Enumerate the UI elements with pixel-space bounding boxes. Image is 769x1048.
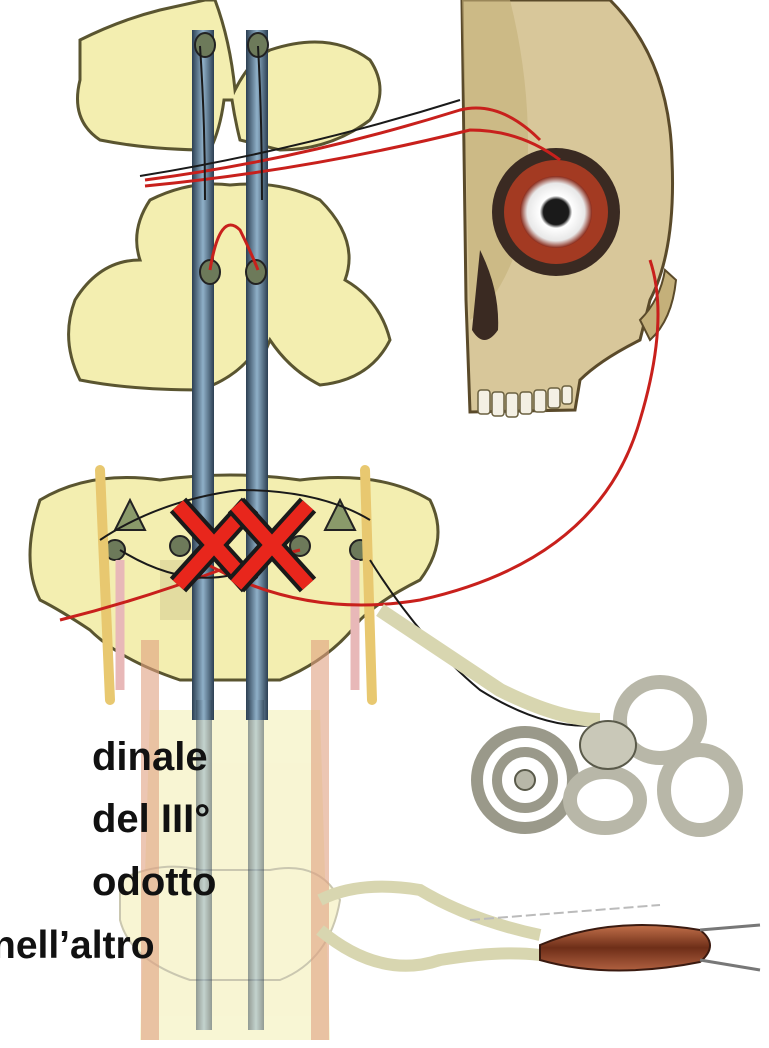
eye-icon xyxy=(520,176,592,248)
pons-section xyxy=(69,184,390,390)
caption-line-2: del III° xyxy=(92,795,210,843)
midbrain-section xyxy=(78,0,381,150)
caption-line-1: dinale xyxy=(92,733,208,781)
caption-line-4: nell’altro xyxy=(0,922,155,970)
vestibulocochlear-nerve xyxy=(380,610,600,720)
skull-illustration xyxy=(462,0,676,417)
muscle-illustration xyxy=(320,887,760,971)
caption-line-3: odotto xyxy=(92,858,216,906)
